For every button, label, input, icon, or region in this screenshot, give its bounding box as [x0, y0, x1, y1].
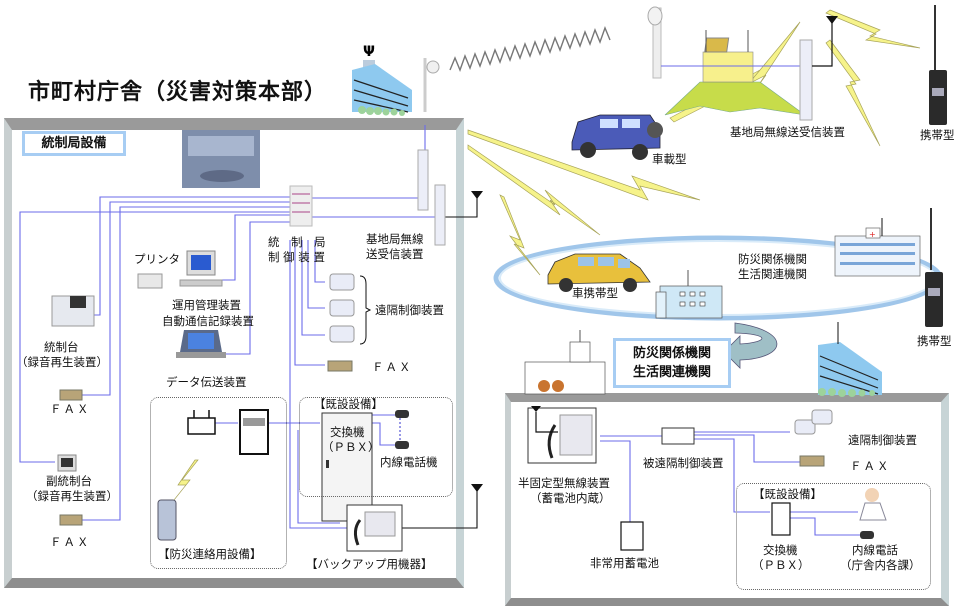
agencies-label-1: 防災関係機関: [738, 252, 807, 266]
agency-ext-label-1: 内線電話: [852, 543, 898, 557]
remote-phone-icon: [329, 273, 355, 343]
lightning-link: [467, 144, 601, 236]
semi-fixed-label-2: （蓄電池内蔵）: [530, 491, 611, 505]
agency-existing-label: 【既設設備】: [753, 487, 822, 501]
antenna-icon: [471, 484, 483, 492]
vehicle-mounted-label: 車載型: [652, 152, 687, 166]
remote-controlled-label: 被遠隔制御装置: [643, 456, 724, 470]
fax-icon: [327, 360, 353, 372]
remote-controlled-unit-icon: [661, 427, 695, 445]
control-station-section-label: 統制局設備: [22, 131, 126, 156]
antenna-icon: [826, 16, 838, 24]
disaster-comm-label: 【防災連絡用設備】: [158, 547, 262, 561]
svg-text:Ψ: Ψ: [363, 44, 375, 60]
pbx-label-1: 交換機: [330, 425, 365, 439]
microwave-dish-icon: [423, 58, 440, 112]
agency-pbx-label-2: （ＰＢＸ）: [752, 558, 810, 572]
base-radio-unit-icon: [434, 184, 446, 246]
portable-radio-icon: [925, 208, 943, 327]
agency-fax-label: ＦＡＸ: [850, 459, 891, 473]
server-icon: [239, 409, 269, 455]
printer-icon: [137, 273, 163, 289]
pbx-label-2: （ＰＢＸ）: [322, 440, 380, 454]
pbx-cabinet-icon: [771, 502, 791, 536]
printer-label: プリンタ: [134, 252, 180, 266]
extension-phone-icon: [395, 410, 409, 418]
lightning-link: [825, 9, 921, 49]
relay-dish-icon: [647, 6, 663, 79]
base-radio-unit-icon: [417, 149, 429, 211]
agency-box-line1: 防災関係機関: [632, 346, 711, 361]
sub-console-label-2: （録音再生装置）: [26, 489, 118, 503]
lightning-link: [499, 194, 541, 276]
console-label-1: 統制台: [44, 340, 79, 354]
fax-icon: [799, 455, 825, 467]
fire-station-building-icon: [524, 330, 606, 395]
portable-radio-icon: [929, 5, 947, 125]
controller-rack-icon: [289, 185, 313, 227]
microwave-link: [449, 26, 611, 72]
existing-equipment-label: 【既設設備】: [314, 397, 383, 411]
agency-label-box: 防災関係機関 生活関連機関: [613, 338, 731, 388]
office-worker-icon: [859, 488, 887, 521]
base-radio-label-1: 基地局無線: [366, 232, 424, 246]
controller-label-1: 統 制 局: [268, 235, 326, 249]
svg-text:+: +: [869, 230, 876, 239]
base-radio-label-2: 送受信装置: [366, 247, 424, 261]
portable-label-right: 携帯型: [917, 334, 952, 348]
fax-label-ctrl: ＦＡＸ: [372, 360, 413, 374]
fax-icon: [59, 389, 83, 401]
agency-box-line2: 生活関連機関: [632, 365, 711, 380]
wireless-router-icon: [187, 417, 216, 435]
agency-pbx-label-1: 交換機: [763, 543, 798, 557]
curved-arrow-icon: [723, 322, 778, 369]
car-portable-icon: [547, 253, 651, 292]
fax-icon: [59, 514, 83, 526]
fax-label-sub: ＦＡＸ: [50, 535, 91, 549]
antenna-icon: [531, 406, 541, 412]
remote-control-label: 遠隔制御装置: [375, 303, 444, 317]
lightning-link: [669, 21, 801, 123]
radio-links: [169, 9, 921, 506]
remote-phone-icon: [794, 409, 833, 435]
console-label-2: （録音再生装置）: [16, 355, 108, 369]
agency-building-small-icon: [655, 270, 723, 319]
pbx-cabinet-icon: [321, 412, 373, 522]
lightning-link: [825, 39, 881, 147]
extension-phone-icon: [860, 531, 874, 539]
battery-icon: [620, 521, 644, 551]
fax-label-console: ＦＡＸ: [50, 402, 91, 416]
hospital-building-icon: +: [834, 218, 921, 277]
lightning-link: [169, 459, 199, 506]
disaster-comm-group: [150, 397, 287, 569]
lightning-link: [467, 129, 701, 201]
mgmt-label-2: 自動通信記録装置: [162, 314, 254, 328]
agency-building-icon: [818, 322, 882, 397]
controller-label-2: 制 御 装 置: [268, 250, 325, 264]
sub-console-label-1: 副統制台: [46, 474, 92, 488]
mobile-phone-icon: [157, 499, 177, 541]
car-portable-label: 車携帯型: [572, 286, 618, 300]
portable-label-top: 携帯型: [920, 128, 955, 142]
agencies-label-2: 生活関連機関: [738, 267, 807, 281]
base-station-label: 基地局無線送受信装置: [730, 125, 845, 139]
city-hall-building-icon: Ψ: [352, 44, 412, 116]
agency-ext-label-2: （庁舎内各課）: [840, 558, 921, 572]
data-transfer-label: データ伝送装置: [166, 375, 247, 389]
extension-phone-icon: [395, 441, 409, 449]
agency-existing-equipment-group: [736, 483, 931, 590]
mountain-base-station-icon: [664, 30, 806, 116]
agency-remote-control-label: 遠隔制御装置: [848, 433, 917, 447]
existing-equipment-group: [299, 397, 453, 497]
semi-fixed-label-1: 半固定型無線装置: [518, 476, 610, 490]
extension-phone-label: 内線電話機: [380, 455, 438, 469]
base-station-unit-icon: [799, 39, 813, 121]
antenna-icon: [471, 191, 483, 199]
vehicle-mounted-icon: [571, 114, 663, 160]
diagram-title: 市町村庁舎（災害対策本部）: [28, 80, 328, 105]
mgmt-label-1: 運用管理装置: [172, 298, 241, 312]
backup-equipment-label: 【バックアップ用機器】: [306, 557, 433, 571]
battery-label: 非常用蓄電池: [590, 556, 659, 570]
